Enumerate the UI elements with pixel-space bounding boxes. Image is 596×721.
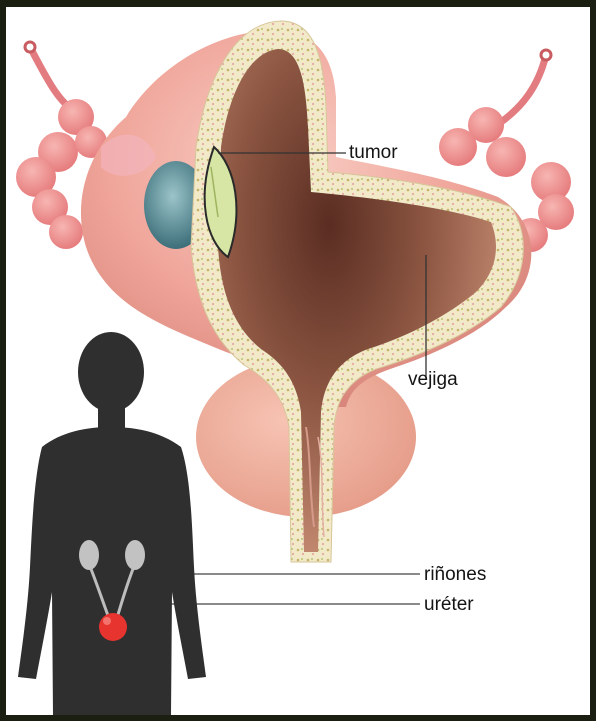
label-kidneys: riñones: [424, 565, 486, 584]
diagram-canvas: tumor vejiga riñones uréter: [6, 7, 590, 715]
label-bladder: vejiga: [408, 370, 458, 389]
label-ureter: uréter: [424, 595, 474, 614]
bladder-highlight: [99, 613, 127, 641]
label-tumor: tumor: [349, 143, 398, 162]
right-kidney: [125, 540, 145, 570]
human-silhouette: [18, 332, 206, 715]
left-kidney: [79, 540, 99, 570]
bladder-diagram-svg: [6, 7, 590, 715]
